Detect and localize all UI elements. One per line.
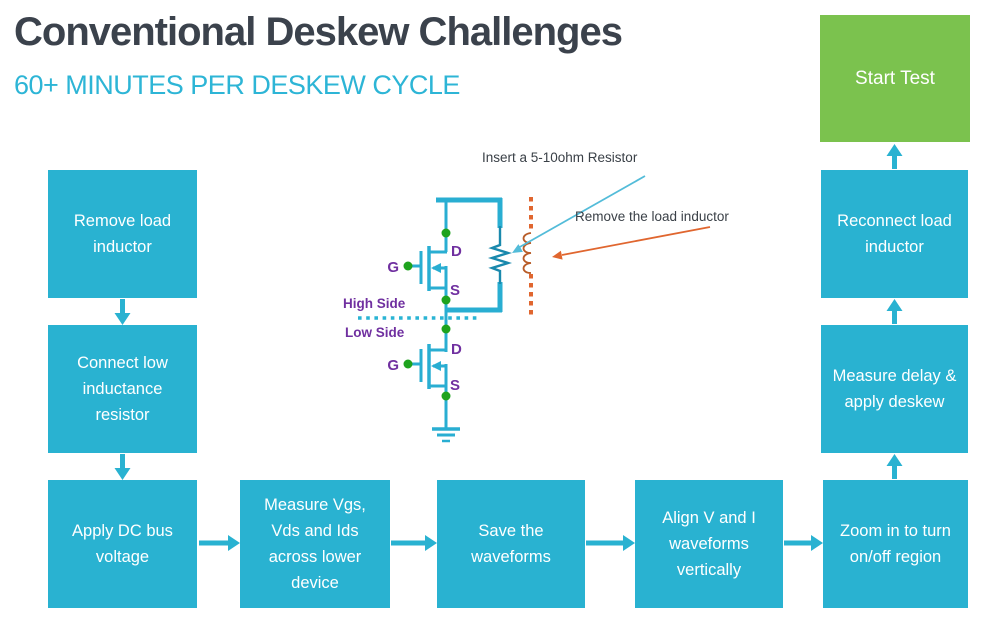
flow-step-label: Apply DC bus voltage — [72, 522, 173, 566]
flow-step-apply-dc-bus-voltage: Apply DC bus voltage — [48, 480, 197, 608]
flow-step-measure-delay-apply-deskew: Measure delay & apply deskew — [821, 325, 968, 453]
arrow-right-icon — [199, 535, 240, 551]
low-side-mosfet-symbol — [409, 344, 448, 389]
flow-step-measure-vgs-vds-ids: Measure Vgs, Vds and Ids across lower de… — [240, 480, 390, 608]
gate-label-low: G — [387, 357, 399, 374]
flow-step-label: Connect low inductance resistor — [77, 354, 168, 424]
ground-icon — [432, 427, 460, 443]
flow-step-label: Save the waveforms — [471, 522, 551, 566]
high-side-mosfet-symbol — [409, 246, 448, 291]
flow-step-connect-low-inductance-resistor: Connect low inductance resistor — [48, 325, 197, 453]
resistor-symbol — [487, 226, 513, 284]
arrow-right-icon — [784, 535, 823, 551]
flow-step-remove-load-inductor: Remove load inductor — [48, 170, 197, 298]
arrow-down-icon — [114, 454, 131, 480]
flow-step-label: Start Test — [855, 67, 935, 89]
annotation-insert-resistor: Insert a 5-10ohm Resistor — [482, 150, 638, 165]
source-label-low: S — [450, 377, 460, 394]
arrow-right-icon — [586, 535, 635, 551]
page-subtitle: 60+ MINUTES PER DESKEW CYCLE — [14, 70, 460, 100]
flow-step-align-waveforms: Align V and I waveforms vertically — [635, 480, 783, 608]
arrow-down-icon — [114, 299, 131, 325]
removed-load-inductor-symbol — [522, 197, 533, 315]
source-label-high: S — [450, 282, 460, 299]
drain-label-low: D — [451, 341, 462, 358]
junction-dots — [403, 228, 451, 401]
flow-step-start-test: Start Test — [820, 15, 970, 142]
flow-step-label: Zoom in to turn on/off region — [840, 522, 951, 566]
flow-step-save-waveforms: Save the waveforms — [437, 480, 585, 608]
flow-step-label: Measure Vgs, Vds and Ids across lower de… — [264, 496, 366, 592]
annotation-remove-inductor: Remove the load inductor — [575, 209, 729, 224]
flow-step-reconnect-load-inductor: Reconnect load inductor — [821, 170, 968, 298]
leader-arrowhead-inductor — [552, 250, 563, 260]
arrow-up-icon — [886, 144, 903, 169]
high-side-label: High Side — [343, 296, 406, 311]
arrow-up-icon — [886, 299, 903, 324]
drain-label-high: D — [451, 243, 462, 260]
flow-step-label: Reconnect load inductor — [837, 212, 952, 256]
annotation-arrows — [512, 175, 711, 260]
arrow-up-icon — [886, 454, 903, 479]
flow-step-label: Measure delay & apply deskew — [832, 367, 957, 411]
gate-label-high: G — [387, 259, 399, 276]
leader-arrowhead-resistor — [512, 244, 523, 253]
arrow-right-icon — [391, 535, 437, 551]
page-title: Conventional Deskew Challenges — [14, 10, 623, 54]
flow-step-zoom-turn-onoff-region: Zoom in to turn on/off region — [823, 480, 968, 608]
flow-step-label: Align V and I waveforms vertically — [662, 509, 756, 579]
low-side-label: Low Side — [345, 325, 405, 340]
flow-step-label: Remove load inductor — [73, 212, 172, 256]
